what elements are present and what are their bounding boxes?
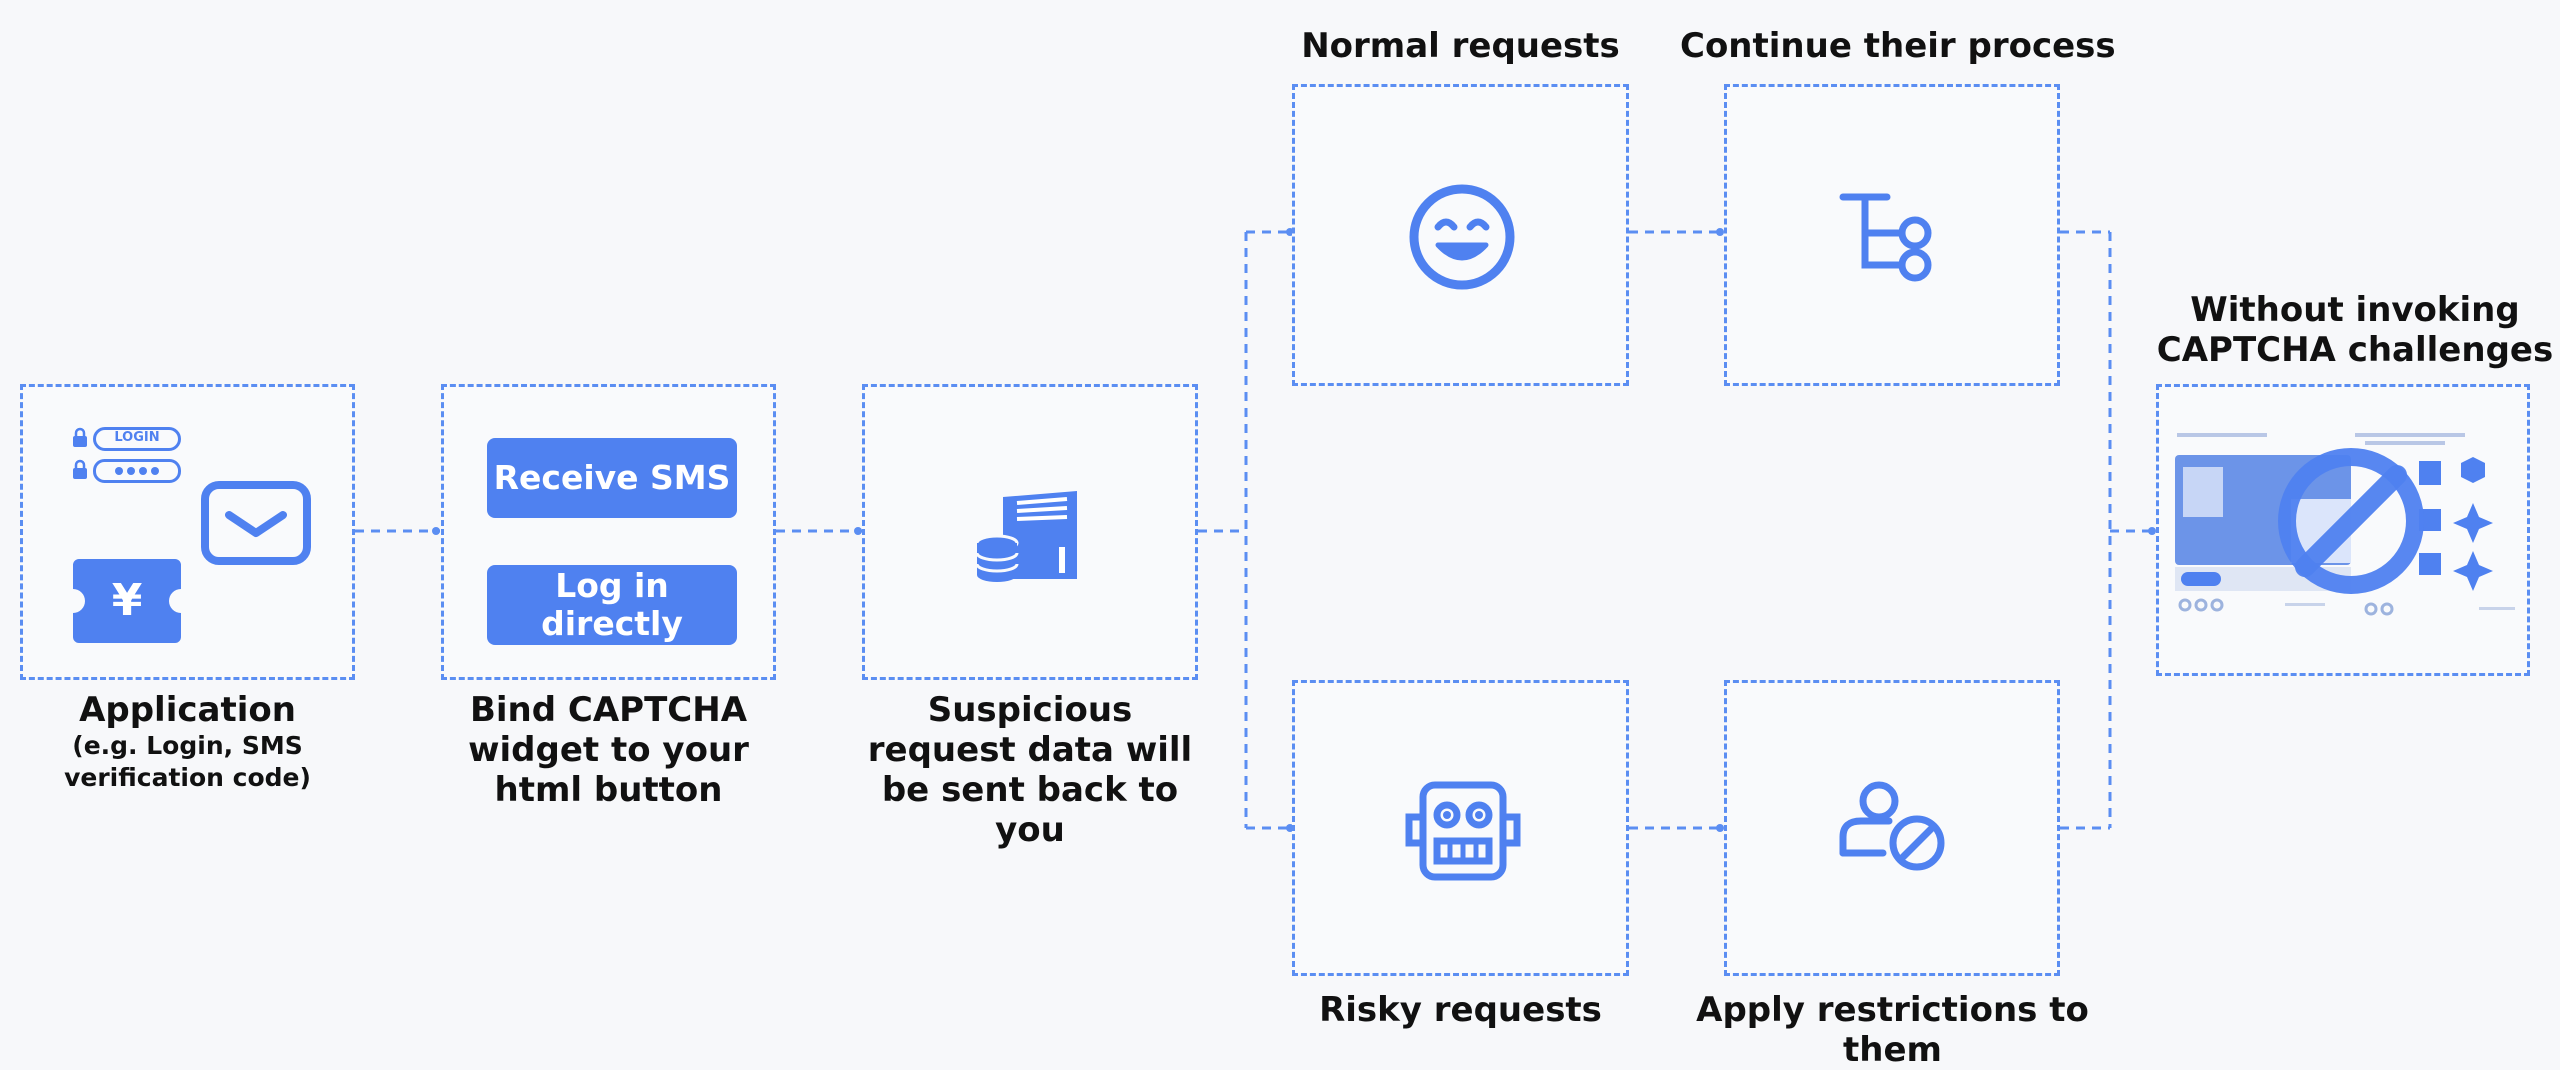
application-subtitle: (e.g. Login, SMS verification code) bbox=[64, 731, 311, 792]
continue-process-caption: Continue their process bbox=[1680, 26, 2116, 66]
risky-requests-box bbox=[1292, 680, 1629, 976]
log-in-directly-button[interactable]: Log in directly bbox=[487, 565, 737, 645]
bind-captcha-caption: Bind CAPTCHA widget to your html button bbox=[468, 690, 749, 810]
envelope-icon bbox=[201, 481, 311, 565]
lock-icon bbox=[73, 427, 87, 447]
login-field-icon: LOGIN bbox=[93, 427, 181, 451]
flow-branch-icon bbox=[1839, 193, 1932, 282]
without-captcha-box bbox=[2156, 384, 2530, 676]
normal-requests-caption: Normal requests bbox=[1301, 26, 1620, 66]
server-database-icon bbox=[977, 491, 1077, 582]
without-captcha-caption: Without invoking CAPTCHA challenges bbox=[2156, 290, 2554, 370]
suspicious-request-caption: Suspicious request data will be sent bac… bbox=[867, 690, 1193, 850]
yen-symbol: ¥ bbox=[111, 575, 143, 626]
user-blocked-icon bbox=[1839, 781, 1945, 871]
risky-requests-caption: Risky requests bbox=[1319, 990, 1602, 1030]
application-title: Application bbox=[79, 690, 296, 730]
password-field-icon bbox=[93, 459, 181, 483]
smiley-face-icon bbox=[1409, 184, 1515, 290]
suspicious-request-box bbox=[862, 384, 1198, 680]
captcha-prohibited-icon bbox=[2175, 433, 2515, 616]
robot-icon bbox=[1405, 781, 1521, 881]
continue-process-box bbox=[1724, 84, 2060, 386]
receive-sms-button[interactable]: Receive SMS bbox=[487, 438, 737, 518]
apply-restrictions-caption: Apply restrictions to them bbox=[1696, 990, 2089, 1070]
lock-icon bbox=[73, 459, 87, 479]
application-caption: Application (e.g. Login, SMS verificatio… bbox=[0, 690, 375, 794]
normal-requests-box bbox=[1292, 84, 1629, 386]
application-box: LOGIN ¥ bbox=[20, 384, 355, 680]
yen-ticket-icon bbox=[73, 559, 181, 643]
bind-captcha-box: Receive SMS Log in directly bbox=[441, 384, 776, 680]
apply-restrictions-box bbox=[1724, 680, 2060, 976]
